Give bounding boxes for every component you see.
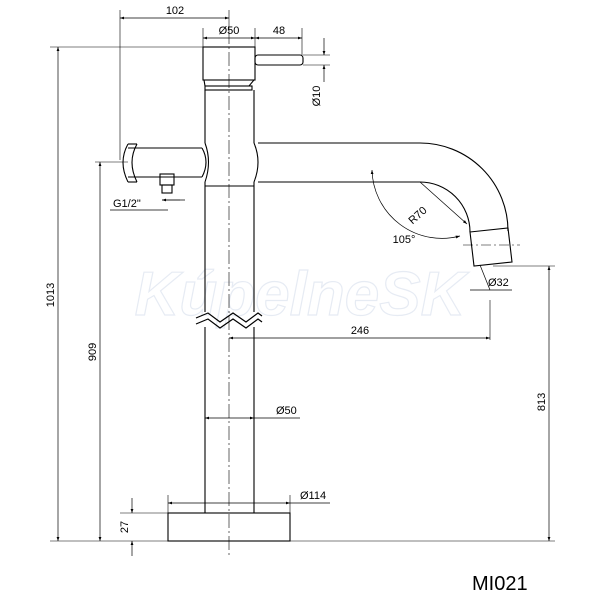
dim-lever-length: 48 <box>273 25 285 37</box>
dim-lever-diameter: Ø10 <box>311 86 323 107</box>
inlet-fitting <box>159 173 175 186</box>
aerator <box>469 227 513 267</box>
dim-base-height: 27 <box>119 521 131 533</box>
dim-spout-radius: R70 <box>406 205 429 227</box>
dim-total-height: 1013 <box>45 283 57 307</box>
model-number: MI021 <box>472 573 528 595</box>
dim-spout-reach: 246 <box>351 325 369 337</box>
dim-inlet-thread: G1/2" <box>113 198 141 210</box>
collar <box>204 85 253 91</box>
dim-pipe-diameter: Ø50 <box>276 405 297 417</box>
watermark: KúpelneSK <box>135 260 470 329</box>
dim-inlet-height: 909 <box>87 343 99 361</box>
dimension-lines <box>56 16 551 556</box>
dim-spout-angle: 105° <box>393 234 416 246</box>
dim-base-diameter: Ø114 <box>300 490 326 502</box>
dim-body-diameter-top: Ø50 <box>219 25 240 37</box>
dim-outlet-height: 813 <box>536 393 548 411</box>
dim-outlet-diameter: Ø32 <box>488 277 509 289</box>
lever <box>254 54 304 66</box>
dim-handle-reach: 102 <box>166 5 184 17</box>
